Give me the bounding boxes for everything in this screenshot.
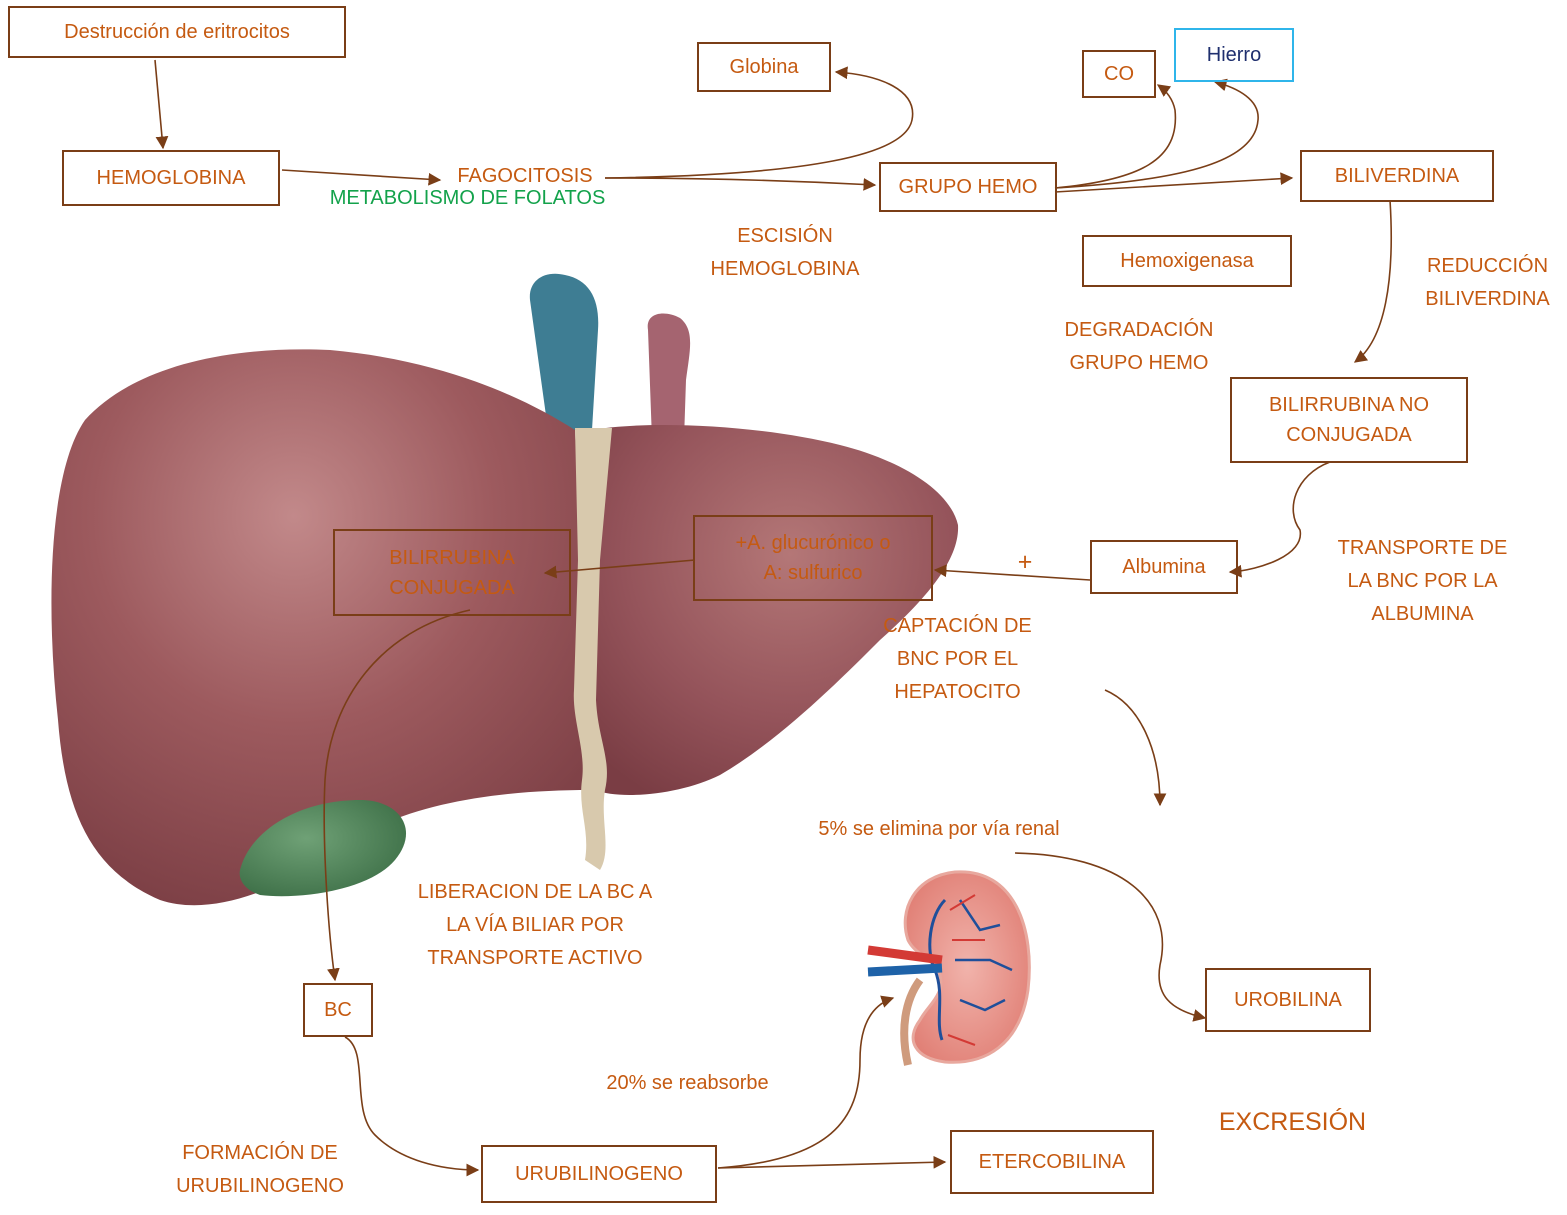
box-hierro: Hierro [1174,28,1294,82]
box-grupo-hemo: GRUPO HEMO [879,162,1057,212]
label-reduccion-biliverdina: REDUCCIÓN BILIVERDINA [1405,250,1567,316]
box-acido-glucuronico: +A. glucurónico o A: sulfurico [693,515,933,601]
label-captacion-bnc: CAPTACIÓN DE BNC POR EL HEPATOCITO [860,610,1055,709]
label-plus: + [1005,546,1045,579]
label-liberacion-bc: LIBERACION DE LA BC A LA VÍA BILIAR POR … [395,876,675,975]
box-hemoglobina: HEMOGLOBINA [62,150,280,206]
box-albumina: Albumina [1090,540,1238,594]
label-formacion-urubilinogeno: FORMACIÓN DE URUBILINOGENO [150,1137,370,1203]
box-co: CO [1082,50,1156,98]
box-biliverdina: BILIVERDINA [1300,150,1494,202]
label-eliminacion-renal: 5% se elimina por vía renal [780,813,1098,846]
box-hemoxigenasa: Hemoxigenasa [1082,235,1292,287]
box-globina: Globina [697,42,831,92]
kidney-illustration [868,872,1029,1065]
label-escision-hemoglobina: ESCISIÓN HEMOGLOBINA [680,220,890,286]
label-excresion: EXCRESIÓN [1205,1106,1380,1139]
box-etercobilina: ETERCOBILINA [950,1130,1154,1194]
label-transporte-bnc: TRANSPORTE DE LA BNC POR LA ALBUMINA [1315,532,1530,631]
label-degradacion-grupo-hemo: DEGRADACIÓN GRUPO HEMO [1040,314,1238,380]
box-urubilinogeno: URUBILINOGENO [481,1145,717,1203]
label-metabolismo-folatos: METABOLISMO DE FOLATOS [300,182,635,215]
box-bilirrubina-conjugada: BILIRRUBINA CONJUGADA [333,529,571,616]
box-bc: BC [303,983,373,1037]
box-urobilina: UROBILINA [1205,968,1371,1032]
box-destruccion-eritrocitos: Destrucción de eritrocitos [8,6,346,58]
box-bilirrubina-no-conjugada: BILIRRUBINA NO CONJUGADA [1230,377,1468,463]
label-reabsorcion: 20% se reabsorbe [575,1067,800,1100]
